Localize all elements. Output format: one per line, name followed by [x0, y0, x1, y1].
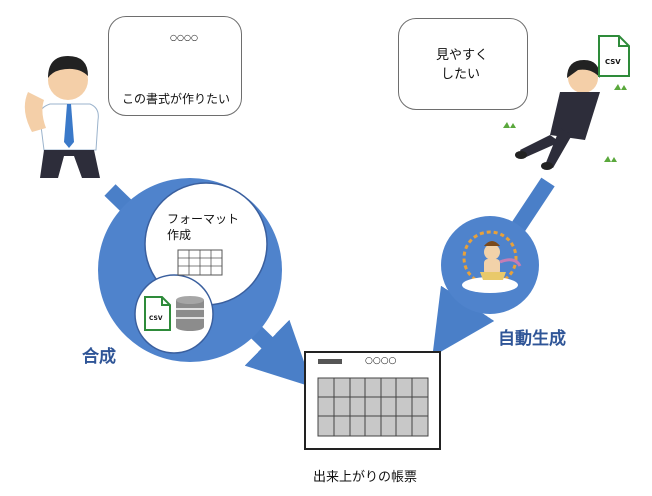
right-bubble-line1: 見やすく	[436, 48, 489, 63]
left-bubble-caption: この書式が作りたい	[122, 92, 231, 106]
worker-illustration	[24, 56, 100, 178]
relaxed-person-illustration	[515, 60, 600, 170]
result-form-dots: ○○○○	[365, 356, 397, 366]
csv-file-icon	[144, 296, 171, 331]
csv-label-left: CSV	[149, 315, 163, 322]
left-bubble-form-dots: ○○○○	[170, 33, 198, 42]
csv-file-icon-right	[598, 35, 630, 77]
left-speech-bubble	[108, 16, 242, 116]
database-icon	[176, 296, 204, 331]
format-circle-line1: フォーマット	[167, 212, 240, 226]
auto-generate-label: 自動生成	[498, 329, 566, 349]
data-circle	[134, 274, 214, 354]
thunder-god-illustration	[462, 230, 522, 293]
synthesis-label: 合成	[82, 347, 116, 367]
result-form	[304, 351, 441, 450]
right-speech-bubble	[398, 18, 528, 110]
right-bubble-line2: したい	[441, 67, 481, 82]
format-circle-line2: 作成	[167, 228, 192, 242]
format-grid-icon	[177, 249, 223, 276]
grass-decoration	[503, 84, 627, 162]
csv-label-right: CSV	[605, 58, 621, 66]
result-caption: 出来上がりの帳票	[313, 470, 418, 485]
